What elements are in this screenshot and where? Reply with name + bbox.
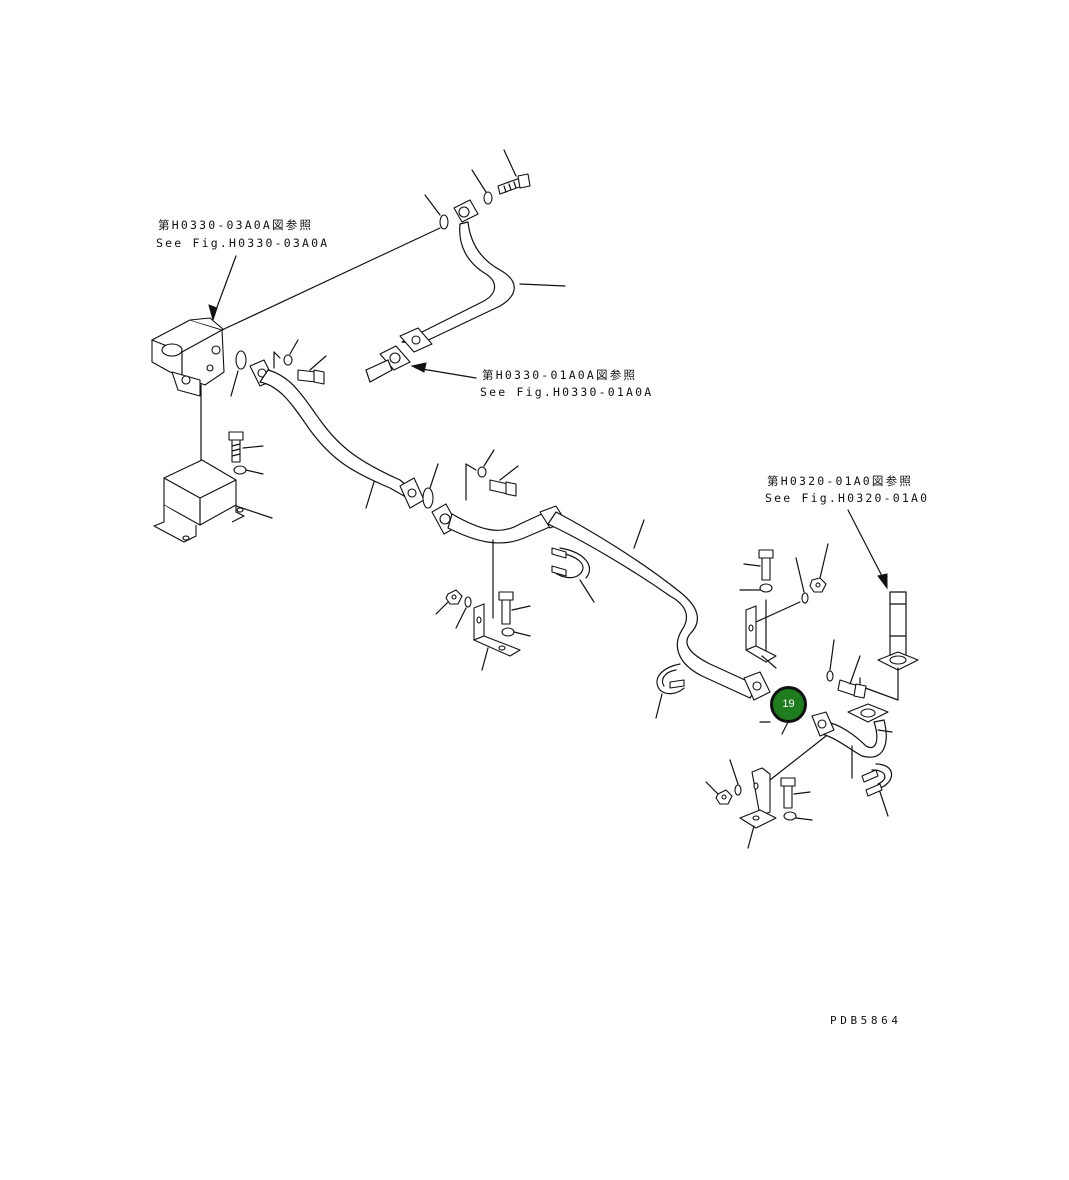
nut-icon bbox=[445, 589, 463, 605]
u-bolt-icon bbox=[551, 547, 591, 579]
bracket-icon bbox=[739, 767, 777, 829]
washer-icon bbox=[801, 592, 809, 604]
washer-icon bbox=[283, 354, 293, 366]
gasket-icon bbox=[235, 350, 247, 370]
pipe-flange-icon bbox=[847, 703, 889, 723]
washer-icon bbox=[734, 784, 742, 796]
gasket-icon bbox=[422, 487, 434, 509]
bolt-icon bbox=[498, 591, 514, 625]
bolt-icon bbox=[228, 431, 244, 463]
washer-icon bbox=[759, 583, 773, 593]
pipe-flange-icon bbox=[365, 345, 411, 383]
bolt-icon bbox=[758, 549, 774, 581]
pipe-segment bbox=[821, 719, 887, 758]
u-bolt-icon bbox=[656, 663, 685, 695]
pipe-segment bbox=[447, 511, 553, 544]
drawing-id: PDB5864 bbox=[830, 1014, 902, 1027]
part-callout-19[interactable]: 19 bbox=[770, 686, 807, 723]
washer-icon bbox=[826, 670, 834, 682]
pipe-segment bbox=[401, 221, 515, 345]
bracket-icon bbox=[745, 605, 777, 663]
washer-icon bbox=[477, 466, 487, 478]
nut-icon bbox=[809, 577, 827, 593]
bolt-icon bbox=[837, 679, 867, 699]
pipe-flange-icon bbox=[877, 591, 919, 671]
bolt-icon bbox=[780, 777, 796, 809]
washer-icon bbox=[233, 465, 247, 475]
reference-arrow-icon bbox=[877, 573, 888, 590]
reference-arrow-icon bbox=[208, 255, 237, 322]
washer-icon bbox=[501, 627, 515, 637]
pipe-segment bbox=[259, 369, 413, 497]
pipe-segment bbox=[547, 511, 759, 699]
bracket-icon bbox=[153, 459, 245, 543]
pipe-flange-icon bbox=[453, 199, 479, 223]
pipe-flange-icon bbox=[811, 711, 835, 737]
pipe-flange-icon bbox=[399, 327, 433, 353]
washer-icon bbox=[783, 811, 797, 821]
junction-block-icon bbox=[151, 317, 225, 397]
washer-icon bbox=[464, 596, 472, 608]
reference-arrow-icon bbox=[410, 362, 427, 373]
u-bolt-icon bbox=[861, 763, 893, 797]
reference-en-top-center: See Fig.H0330-01A0A bbox=[480, 385, 654, 399]
callout-label: 19 bbox=[782, 698, 795, 710]
bracket-icon bbox=[473, 603, 521, 657]
bolt-icon bbox=[297, 369, 325, 385]
reference-jp-top-left: 第H0330-03A0A図参照 bbox=[158, 218, 314, 232]
bolt-icon bbox=[497, 173, 531, 195]
callout-leader bbox=[781, 721, 789, 735]
reference-jp-right: 第H0320-01A0図参照 bbox=[767, 474, 914, 488]
nut-icon bbox=[715, 789, 733, 805]
leader-line bbox=[221, 227, 441, 331]
washer-icon bbox=[483, 191, 493, 205]
reference-jp-top-center: 第H0330-01A0A図参照 bbox=[482, 368, 638, 382]
reference-en-top-left: See Fig.H0330-03A0A bbox=[156, 236, 330, 250]
gasket-icon bbox=[439, 214, 449, 230]
reference-en-right: See Fig.H0320-01A0 bbox=[765, 491, 930, 505]
bolt-icon bbox=[489, 479, 517, 497]
pipe-flange-icon bbox=[743, 671, 771, 701]
